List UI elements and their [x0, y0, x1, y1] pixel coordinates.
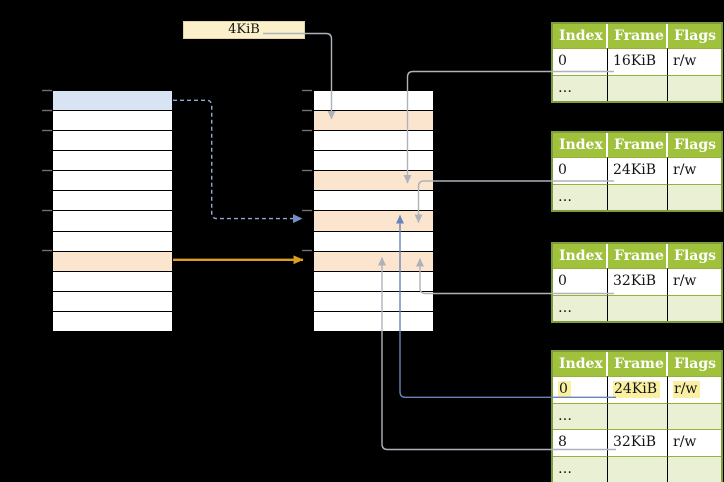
memory-row [314, 131, 433, 152]
frame-table-3: Index Frame Flags 0 32KiB r/w … [551, 242, 723, 323]
cell-index: … [553, 455, 608, 482]
cell-frame: 24KiB [608, 157, 668, 184]
table-header-row: Index Frame Flags [553, 24, 721, 48]
cell-flags: r/w [668, 48, 721, 75]
column-header-index: Index [553, 244, 608, 268]
memory-row [314, 151, 433, 172]
memory-row [53, 251, 172, 272]
tick-marks-left [42, 89, 52, 252]
memory-row [53, 191, 172, 212]
cell-index: … [553, 294, 608, 321]
memory-row [314, 231, 433, 252]
cell-flags [668, 74, 721, 101]
memory-row [314, 211, 433, 232]
memory-row [314, 171, 433, 192]
cell-frame: 32KiB [608, 268, 668, 295]
table-row: 0 24KiB r/w [553, 157, 721, 184]
table-row: 8 32KiB r/w [553, 429, 721, 456]
table-row: … [553, 183, 721, 210]
cell-flags: r/w [668, 157, 721, 184]
column-header-frame: Frame [608, 244, 668, 268]
memory-row [314, 291, 433, 312]
cell-frame [608, 294, 668, 321]
column-header-frame: Frame [608, 352, 668, 376]
table-row: 0 16KiB r/w [553, 48, 721, 75]
table-header-row: Index Frame Flags [553, 244, 721, 268]
table-row: … [553, 455, 721, 482]
cell-frame: 16KiB [608, 48, 668, 75]
cell-index: … [553, 183, 608, 210]
memory-row [53, 311, 172, 331]
cell-frame: 24KiB [608, 376, 668, 403]
memory-row [314, 271, 433, 292]
virtual-memory-table [52, 90, 173, 332]
level2-page-table [313, 90, 434, 332]
cell-flags: r/w [668, 268, 721, 295]
memory-row [53, 131, 172, 152]
memory-row [53, 171, 172, 192]
memory-row [314, 191, 433, 212]
memory-row [53, 291, 172, 312]
table-row: … [553, 294, 721, 321]
cell-frame [608, 455, 668, 482]
memory-row [53, 271, 172, 292]
cell-flags [668, 294, 721, 321]
cell-index: 0 [553, 157, 608, 184]
memory-row [53, 111, 172, 132]
memory-row [53, 231, 172, 252]
cell-flags [668, 183, 721, 210]
cell-index: 0 [553, 376, 608, 403]
column-header-flags: Flags [668, 24, 721, 48]
table-row: … [553, 74, 721, 101]
cell-flags [668, 402, 721, 429]
column-header-frame: Frame [608, 24, 668, 48]
table-header-row: Index Frame Flags [553, 133, 721, 157]
cell-flags [668, 455, 721, 482]
column-header-index: Index [553, 24, 608, 48]
column-header-flags: Flags [668, 133, 721, 157]
cell-index: … [553, 74, 608, 101]
memory-row [53, 91, 172, 112]
memory-row [314, 251, 433, 272]
memory-row [314, 111, 433, 132]
column-header-frame: Frame [608, 133, 668, 157]
cell-flags: r/w [668, 376, 721, 403]
cell-index: 0 [553, 48, 608, 75]
column-header-flags: Flags [668, 244, 721, 268]
table-row: … [553, 402, 721, 429]
memory-row [53, 211, 172, 232]
frame-table-4: Index Frame Flags 0 24KiB r/w … 8 32KiB … [551, 350, 723, 482]
memory-row [314, 91, 433, 112]
connector-dashed-blue-arrow [173, 99, 303, 224]
column-header-index: Index [553, 133, 608, 157]
column-header-flags: Flags [668, 352, 721, 376]
frame-table-2: Index Frame Flags 0 24KiB r/w … [551, 131, 723, 212]
cell-frame [608, 183, 668, 210]
table-row-highlighted: 0 24KiB r/w [553, 376, 721, 403]
cell-index: 8 [553, 429, 608, 456]
cell-frame [608, 74, 668, 101]
cell-frame [608, 402, 668, 429]
cell-frame: 32KiB [608, 429, 668, 456]
cell-index: 0 [553, 268, 608, 295]
table-row: 0 32KiB r/w [553, 268, 721, 295]
table-header-row: Index Frame Flags [553, 352, 721, 376]
cell-flags: r/w [668, 429, 721, 456]
memory-row [53, 151, 172, 172]
cell-index: … [553, 402, 608, 429]
frame-table-1: Index Frame Flags 0 16KiB r/w … [551, 22, 723, 103]
tick-marks-middle [302, 89, 312, 252]
column-header-index: Index [553, 352, 608, 376]
memory-row [314, 311, 433, 331]
page-size-label: 4KiB [183, 21, 305, 39]
